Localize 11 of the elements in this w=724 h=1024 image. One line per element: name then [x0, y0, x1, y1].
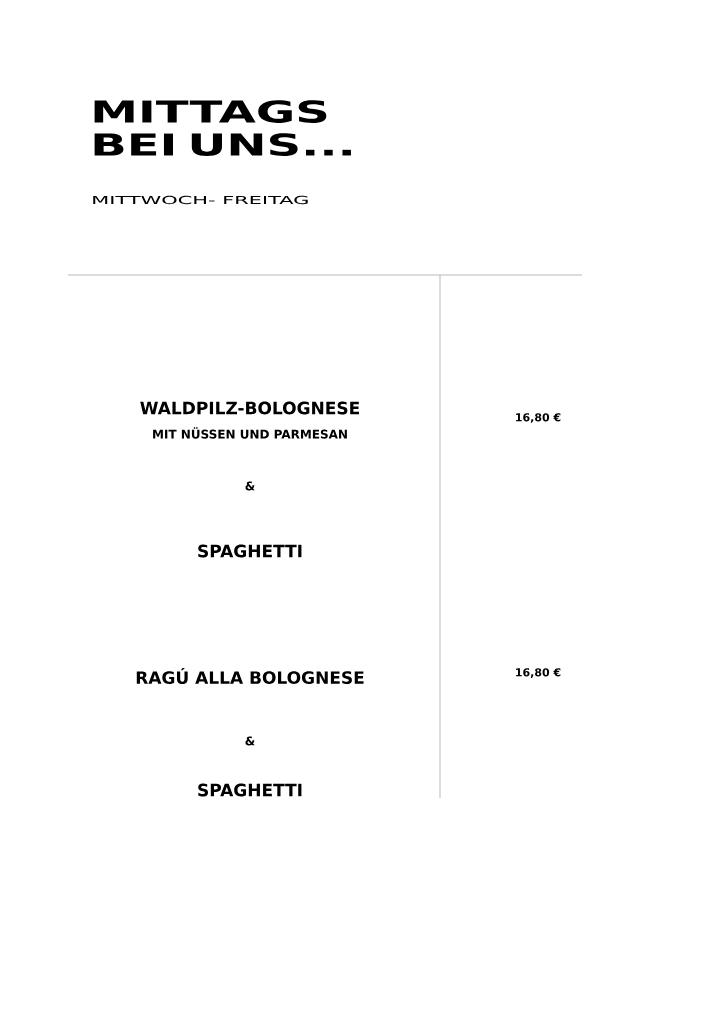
ampersand: & — [245, 481, 255, 491]
side-dish: SPAGHETTI — [198, 544, 302, 558]
subtitle: MITTWOCH- FREITAG — [93, 195, 308, 205]
title: MITTAGS BEI UNS... — [94, 100, 351, 156]
dish-name: WALDPILZ-BOLOGNESE — [140, 401, 359, 415]
dish-description: MIT NÜSSEN UND PARMESAN — [153, 427, 347, 439]
ampersand: & — [245, 736, 255, 746]
price: 16,80 € — [516, 668, 561, 678]
side-dish: SPAGHETTI — [198, 783, 302, 797]
price: 16,80 € — [516, 413, 561, 423]
dish-name: RAGÚ ALLA BOLOGNESE — [136, 668, 364, 684]
